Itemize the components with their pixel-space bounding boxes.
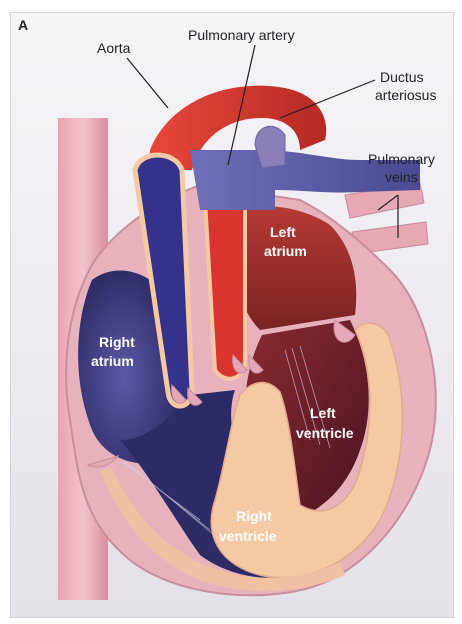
label-right-ventricle-line2: ventricle: [219, 528, 277, 544]
label-right-atrium-line2: atrium: [91, 353, 134, 369]
label-right-ventricle-line1: Right: [236, 508, 272, 524]
label-left-atrium-line2: atrium: [264, 243, 307, 259]
label-pulmonary-artery: Pulmonary artery: [188, 27, 295, 43]
label-left-ventricle-line1: Left: [310, 405, 336, 421]
label-right-atrium-line1: Right: [99, 334, 135, 350]
label-ductus-line1: Ductus: [380, 69, 424, 85]
label-pulmonary-veins-line1: Pulmonary: [368, 151, 435, 167]
panel-letter: A: [18, 17, 28, 33]
label-left-ventricle-line2: ventricle: [296, 425, 354, 441]
label-left-atrium-line1: Left: [270, 224, 296, 240]
label-ductus-line2: arteriosus: [375, 87, 436, 103]
label-pulmonary-veins-line2: veins: [385, 169, 418, 185]
label-aorta: Aorta: [97, 40, 131, 56]
